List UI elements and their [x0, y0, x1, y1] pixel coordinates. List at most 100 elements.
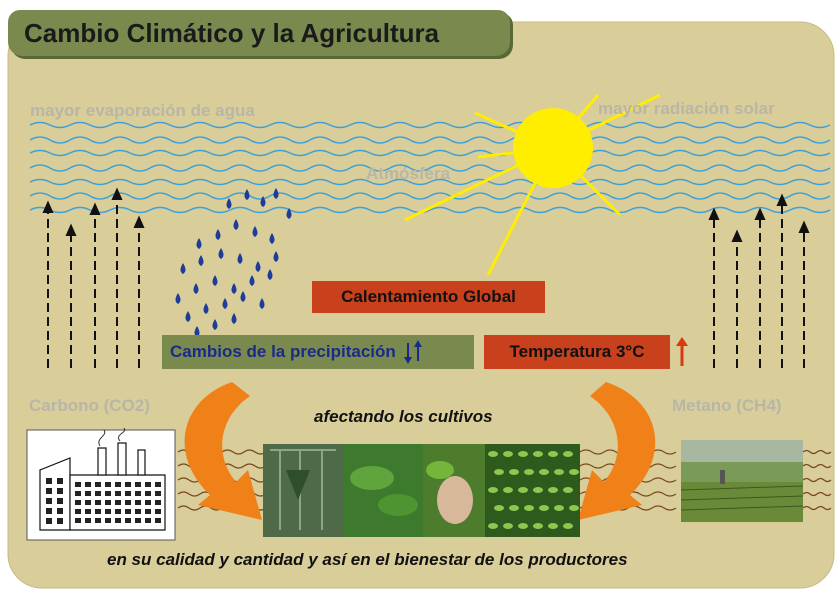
raindrop [194, 326, 200, 337]
seedling [563, 487, 573, 493]
raindrop [212, 275, 218, 286]
factory-window [115, 482, 121, 487]
seedling [524, 505, 534, 511]
seedling [503, 523, 513, 529]
factory-window [135, 518, 141, 523]
raindrop [198, 255, 204, 266]
arrow-head [65, 223, 77, 236]
evaporation-label: mayor evaporación de agua [30, 101, 255, 120]
wave-line [29, 136, 831, 144]
seedling [563, 523, 573, 529]
seedling [503, 451, 513, 457]
factory-window [125, 509, 131, 514]
seedling [488, 487, 498, 493]
wave-line [29, 206, 831, 214]
atmosphere-waves [29, 121, 831, 214]
factory-window [57, 508, 63, 514]
emission-wave [802, 491, 832, 497]
factory-window [75, 491, 81, 496]
seedling [539, 469, 549, 475]
raindrop [222, 298, 228, 309]
wave-line [29, 178, 831, 186]
arrow-head [111, 187, 123, 200]
arrow-head [708, 207, 720, 220]
seedling [509, 469, 519, 475]
carbon-label: Carbono (CO2) [29, 396, 150, 415]
raindrop [260, 196, 266, 207]
raindrop [231, 283, 237, 294]
factory-window [57, 478, 63, 484]
factory-window [85, 518, 91, 523]
arrow-head [42, 200, 54, 213]
sun-icon [404, 93, 661, 276]
factory-window [75, 500, 81, 505]
raindrop [269, 233, 275, 244]
seedling [503, 487, 513, 493]
raindrop [175, 293, 181, 304]
up-down-arrows-icon [403, 340, 422, 364]
factory-window [155, 482, 161, 487]
wave-line [29, 149, 831, 157]
factory-window [85, 500, 91, 505]
radiation-arrows [708, 193, 810, 368]
atmosphere-label: Atmósfera [366, 164, 451, 183]
factory-window [95, 500, 101, 505]
factory-window [105, 482, 111, 487]
seedling [488, 451, 498, 457]
raindrop [185, 311, 191, 322]
emission-wave [802, 449, 832, 455]
factory-window [145, 500, 151, 505]
seedling [533, 523, 543, 529]
seedling [548, 451, 558, 457]
raindrop [196, 238, 202, 249]
seedling [494, 505, 504, 511]
factory-window [105, 500, 111, 505]
seedling [488, 523, 498, 529]
title-tab [8, 10, 510, 56]
factory-window [105, 518, 111, 523]
raindrop [240, 291, 246, 302]
raindrop [212, 319, 218, 330]
raindrop [180, 263, 186, 274]
factory-window [95, 518, 101, 523]
raindrop [237, 253, 243, 264]
page-title: Cambio Climático y la Agricultura [24, 18, 440, 48]
factory-window [75, 482, 81, 487]
wave-line [29, 164, 831, 172]
raindrop [273, 188, 279, 199]
factory-window [125, 518, 131, 523]
seedling [509, 505, 519, 511]
factory-window [145, 491, 151, 496]
wave-line [29, 192, 831, 200]
seedling [524, 469, 534, 475]
precipitation-box: Cambios de la precipitación [162, 335, 474, 369]
factory-window [115, 509, 121, 514]
seedling [518, 451, 528, 457]
factory-window [155, 509, 161, 514]
crops-caption: afectando los cultivos [314, 407, 493, 426]
factory-window [145, 509, 151, 514]
arrow-head [798, 220, 810, 233]
raindrop [252, 226, 258, 237]
raindrop [215, 229, 221, 240]
raindrop [249, 275, 255, 286]
curved-arrow-left [184, 382, 262, 520]
field-photo [680, 440, 804, 522]
seedling [569, 469, 579, 475]
seedling [539, 505, 549, 511]
factory-window [155, 518, 161, 523]
factory-window [135, 509, 141, 514]
factory-window [135, 482, 141, 487]
raindrop [193, 283, 199, 294]
raindrop [255, 261, 261, 272]
raindrop [233, 219, 239, 230]
factory-window [75, 518, 81, 523]
factory-window [145, 518, 151, 523]
factory-window [95, 491, 101, 496]
raindrop [286, 208, 292, 219]
seedling [548, 487, 558, 493]
seedling [548, 523, 558, 529]
raindrop [231, 313, 237, 324]
